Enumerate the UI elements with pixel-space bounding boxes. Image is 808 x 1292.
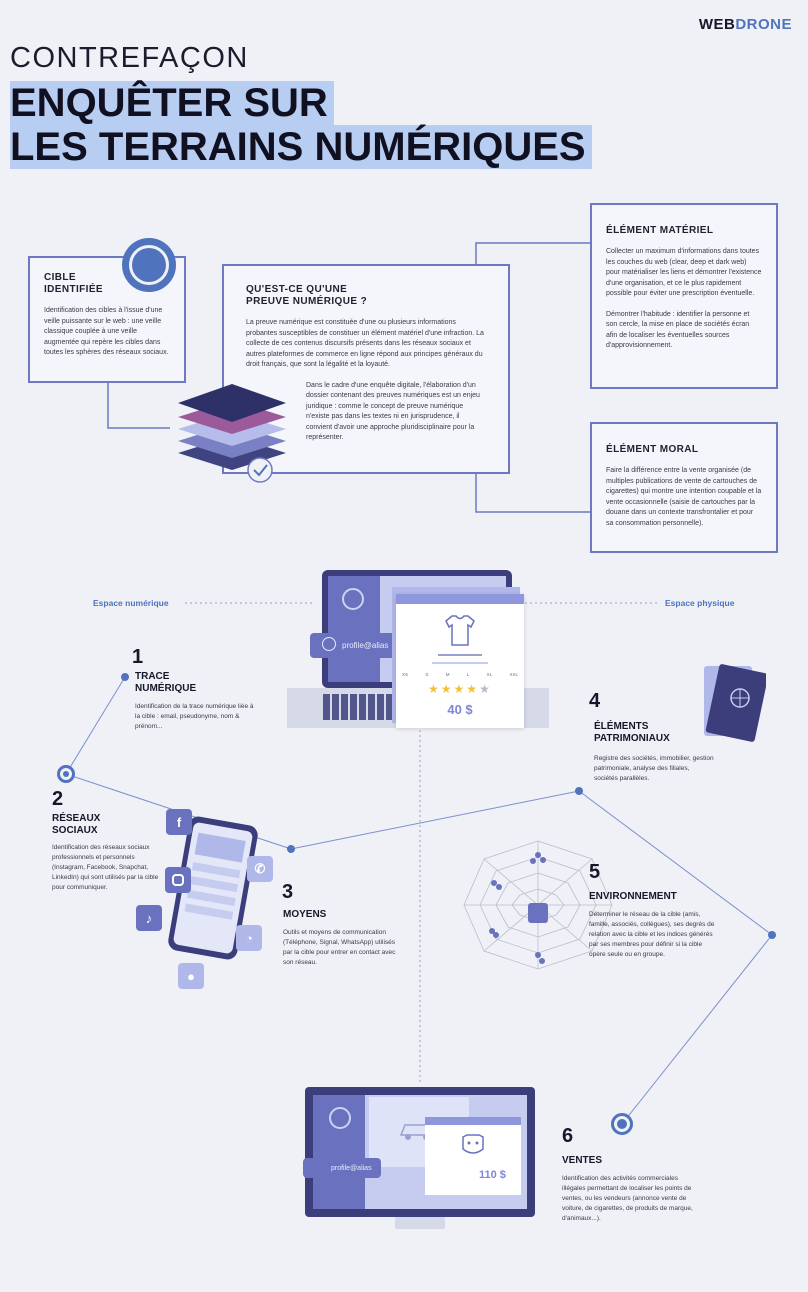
tshirt-icon — [445, 615, 475, 646]
step-2-number: 2 — [52, 788, 64, 810]
step-2-text: Identification des réseaux sociaux profe… — [52, 844, 159, 891]
rating-star: ★ — [479, 682, 492, 696]
node-1 — [121, 673, 129, 681]
user-icon — [322, 637, 336, 651]
step-5-number: 5 — [589, 861, 601, 883]
instagram-icon — [165, 867, 191, 893]
step-5-text: Déterminer le réseau de la cible (amis, … — [589, 911, 715, 958]
step-3-number: 3 — [282, 881, 294, 903]
phone-icon: ✆ — [247, 856, 273, 882]
espace-physique-label: Espace physique — [665, 598, 735, 608]
node-2 — [57, 765, 75, 783]
page-title-line-2: LES TERRAINS NUMÉRIQUES — [10, 125, 592, 169]
journey-path — [65, 602, 773, 1125]
network-web-illustration — [463, 840, 613, 970]
signal-icon: ● — [178, 963, 204, 989]
node-3 — [287, 845, 295, 853]
preuve-text-1: La preuve numérique est constituée d'une… — [246, 319, 484, 368]
monitor-profile-chip: profile@alias — [303, 1158, 381, 1178]
node-4 — [575, 787, 583, 795]
materiel-text-2: Démontrer l'habitude : identifier la per… — [606, 310, 750, 350]
page-kicker: CONTREFAÇON — [10, 42, 249, 74]
monitor-price: 110 $ — [479, 1169, 506, 1181]
cible-text: Identification des cibles à l'issue d'un… — [44, 307, 169, 356]
product-price: 40 $ — [447, 702, 473, 717]
profile-avatar-icon — [342, 588, 364, 610]
moral-box: ÉLÉMENT MORAL Faire la différence entre … — [590, 422, 778, 553]
passport-icon — [704, 664, 766, 742]
monitor-screen: 110 $ — [305, 1087, 535, 1217]
moral-text: Faire la différence entre la vente organ… — [606, 467, 762, 527]
top-connectors — [107, 242, 590, 513]
step-4-text: Registre des sociétés, immobilier, gesti… — [594, 755, 714, 782]
facebook-icon: f — [166, 809, 192, 835]
preuve-text-2: Dans le cadre d'une enquête digitale, l'… — [306, 381, 480, 442]
step-1-text: Identification de la trace numérique lié… — [135, 703, 254, 730]
step-4-number: 4 — [589, 690, 601, 712]
step-3-text: Outils et moyens de communication (Télép… — [283, 929, 396, 966]
logo-drone: DRONE — [735, 16, 792, 33]
whatsapp-icon: ◔ — [236, 925, 262, 951]
dog-icon — [462, 1134, 484, 1154]
layers-stack-illustration — [178, 384, 286, 483]
step-6-number: 6 — [562, 1125, 574, 1147]
step-6-text: Identification des activités commerciale… — [562, 1175, 693, 1222]
materiel-text-1: Collecter un maximum d'informations dans… — [606, 248, 762, 297]
rating-star: ★ — [428, 682, 441, 696]
node-6 — [611, 1113, 633, 1135]
page-title-line-1: ENQUÊTER SUR — [10, 81, 334, 125]
node-5 — [768, 931, 776, 939]
espace-numerique-label: Espace numérique — [93, 598, 169, 608]
step-6-title: VENTES — [562, 1155, 603, 1166]
monitor-stand — [395, 1217, 445, 1229]
logo-web: WEB — [698, 16, 736, 33]
materiel-title: ÉLÉMENT MATÉRIEL — [606, 225, 714, 236]
step-5-title: ENVIRONNEMENT — [589, 891, 677, 902]
monitor-avatar-icon — [329, 1107, 351, 1129]
moral-title: ÉLÉMENT MORAL — [606, 444, 699, 455]
rating-star: ★ — [466, 682, 480, 696]
tiktok-icon: ♪ — [136, 905, 162, 931]
rating-star: ★ — [453, 682, 467, 696]
rating-stars: ★★★★★ — [428, 682, 492, 696]
target-icon — [122, 238, 176, 292]
materiel-box: ÉLÉMENT MATÉRIEL Collecter un maximum d'… — [590, 203, 778, 389]
step-1-number: 1 — [132, 646, 144, 668]
webdrone-logo: WEBDRONE — [699, 16, 792, 33]
step-3-title: MOYENS — [283, 909, 327, 920]
rating-star: ★ — [440, 682, 454, 696]
